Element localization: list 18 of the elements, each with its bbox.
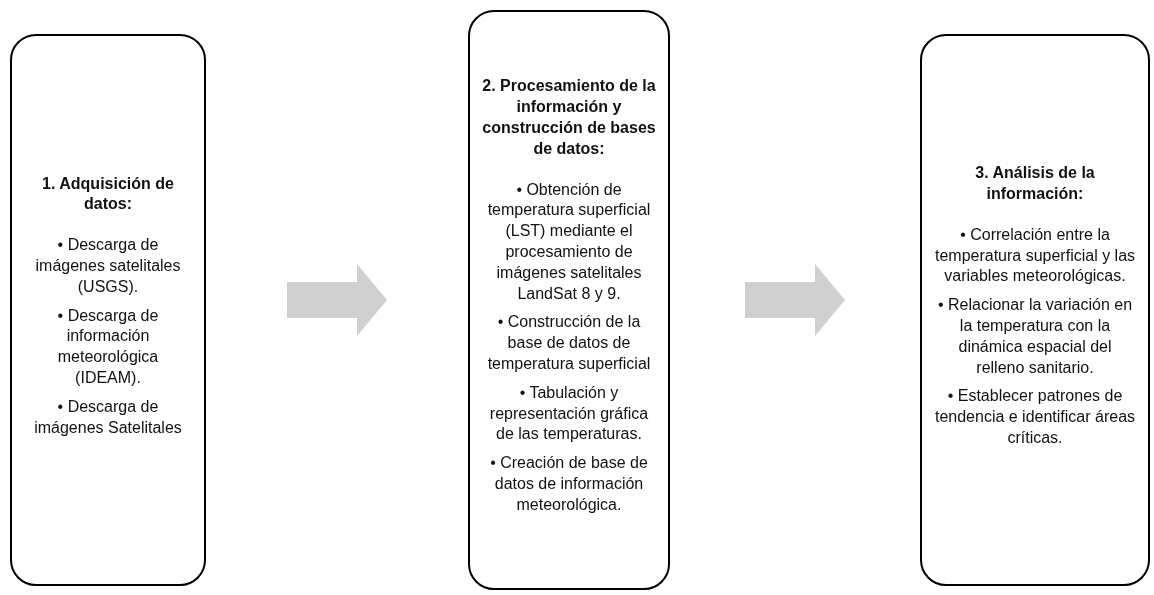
process-box (468, 10, 670, 590)
bullet-text: • Descarga de imágenes Satelitales (33, 396, 183, 438)
bullet-text: • Relacionar la variación en la temperatura con la dinámica espacial del relleno sanitario. (936, 295, 1134, 378)
block-arrow (287, 264, 387, 336)
bullet-text: • Construcción de la base de datos de temperatura superficial (486, 312, 652, 374)
block-arrow (745, 264, 845, 336)
bullet-text: • Establecer patrones de tendencia e identificar áreas críticas. (934, 386, 1136, 448)
process-box (920, 34, 1150, 586)
process-box (10, 34, 206, 586)
box-heading: 1. Adquisición de datos: (41, 173, 175, 215)
bullet-text: • Creación de base de datos de información meteorológica. (489, 453, 649, 515)
bullet-text: • Tabulación y representación gráfica de las temperaturas. (488, 382, 650, 445)
bullet-text: • Descarga de información meteorológica (IDEAM). (56, 305, 160, 388)
bullet-text: • Correlación entre la temperatura superficial y las variables meteorológicas. (934, 224, 1136, 287)
box-heading: 2. Procesamiento de la información y construcción de bases de datos: (482, 76, 656, 159)
bullet-text: • Descarga de imágenes satelitales (USGS). (34, 235, 182, 297)
box-heading: 3. Análisis de la información: (974, 163, 1096, 204)
bullet-text: • Obtención de temperatura superficial (LST) mediante el procesamiento de imágenes satelitales LandSat 8 y 9. (486, 179, 652, 304)
